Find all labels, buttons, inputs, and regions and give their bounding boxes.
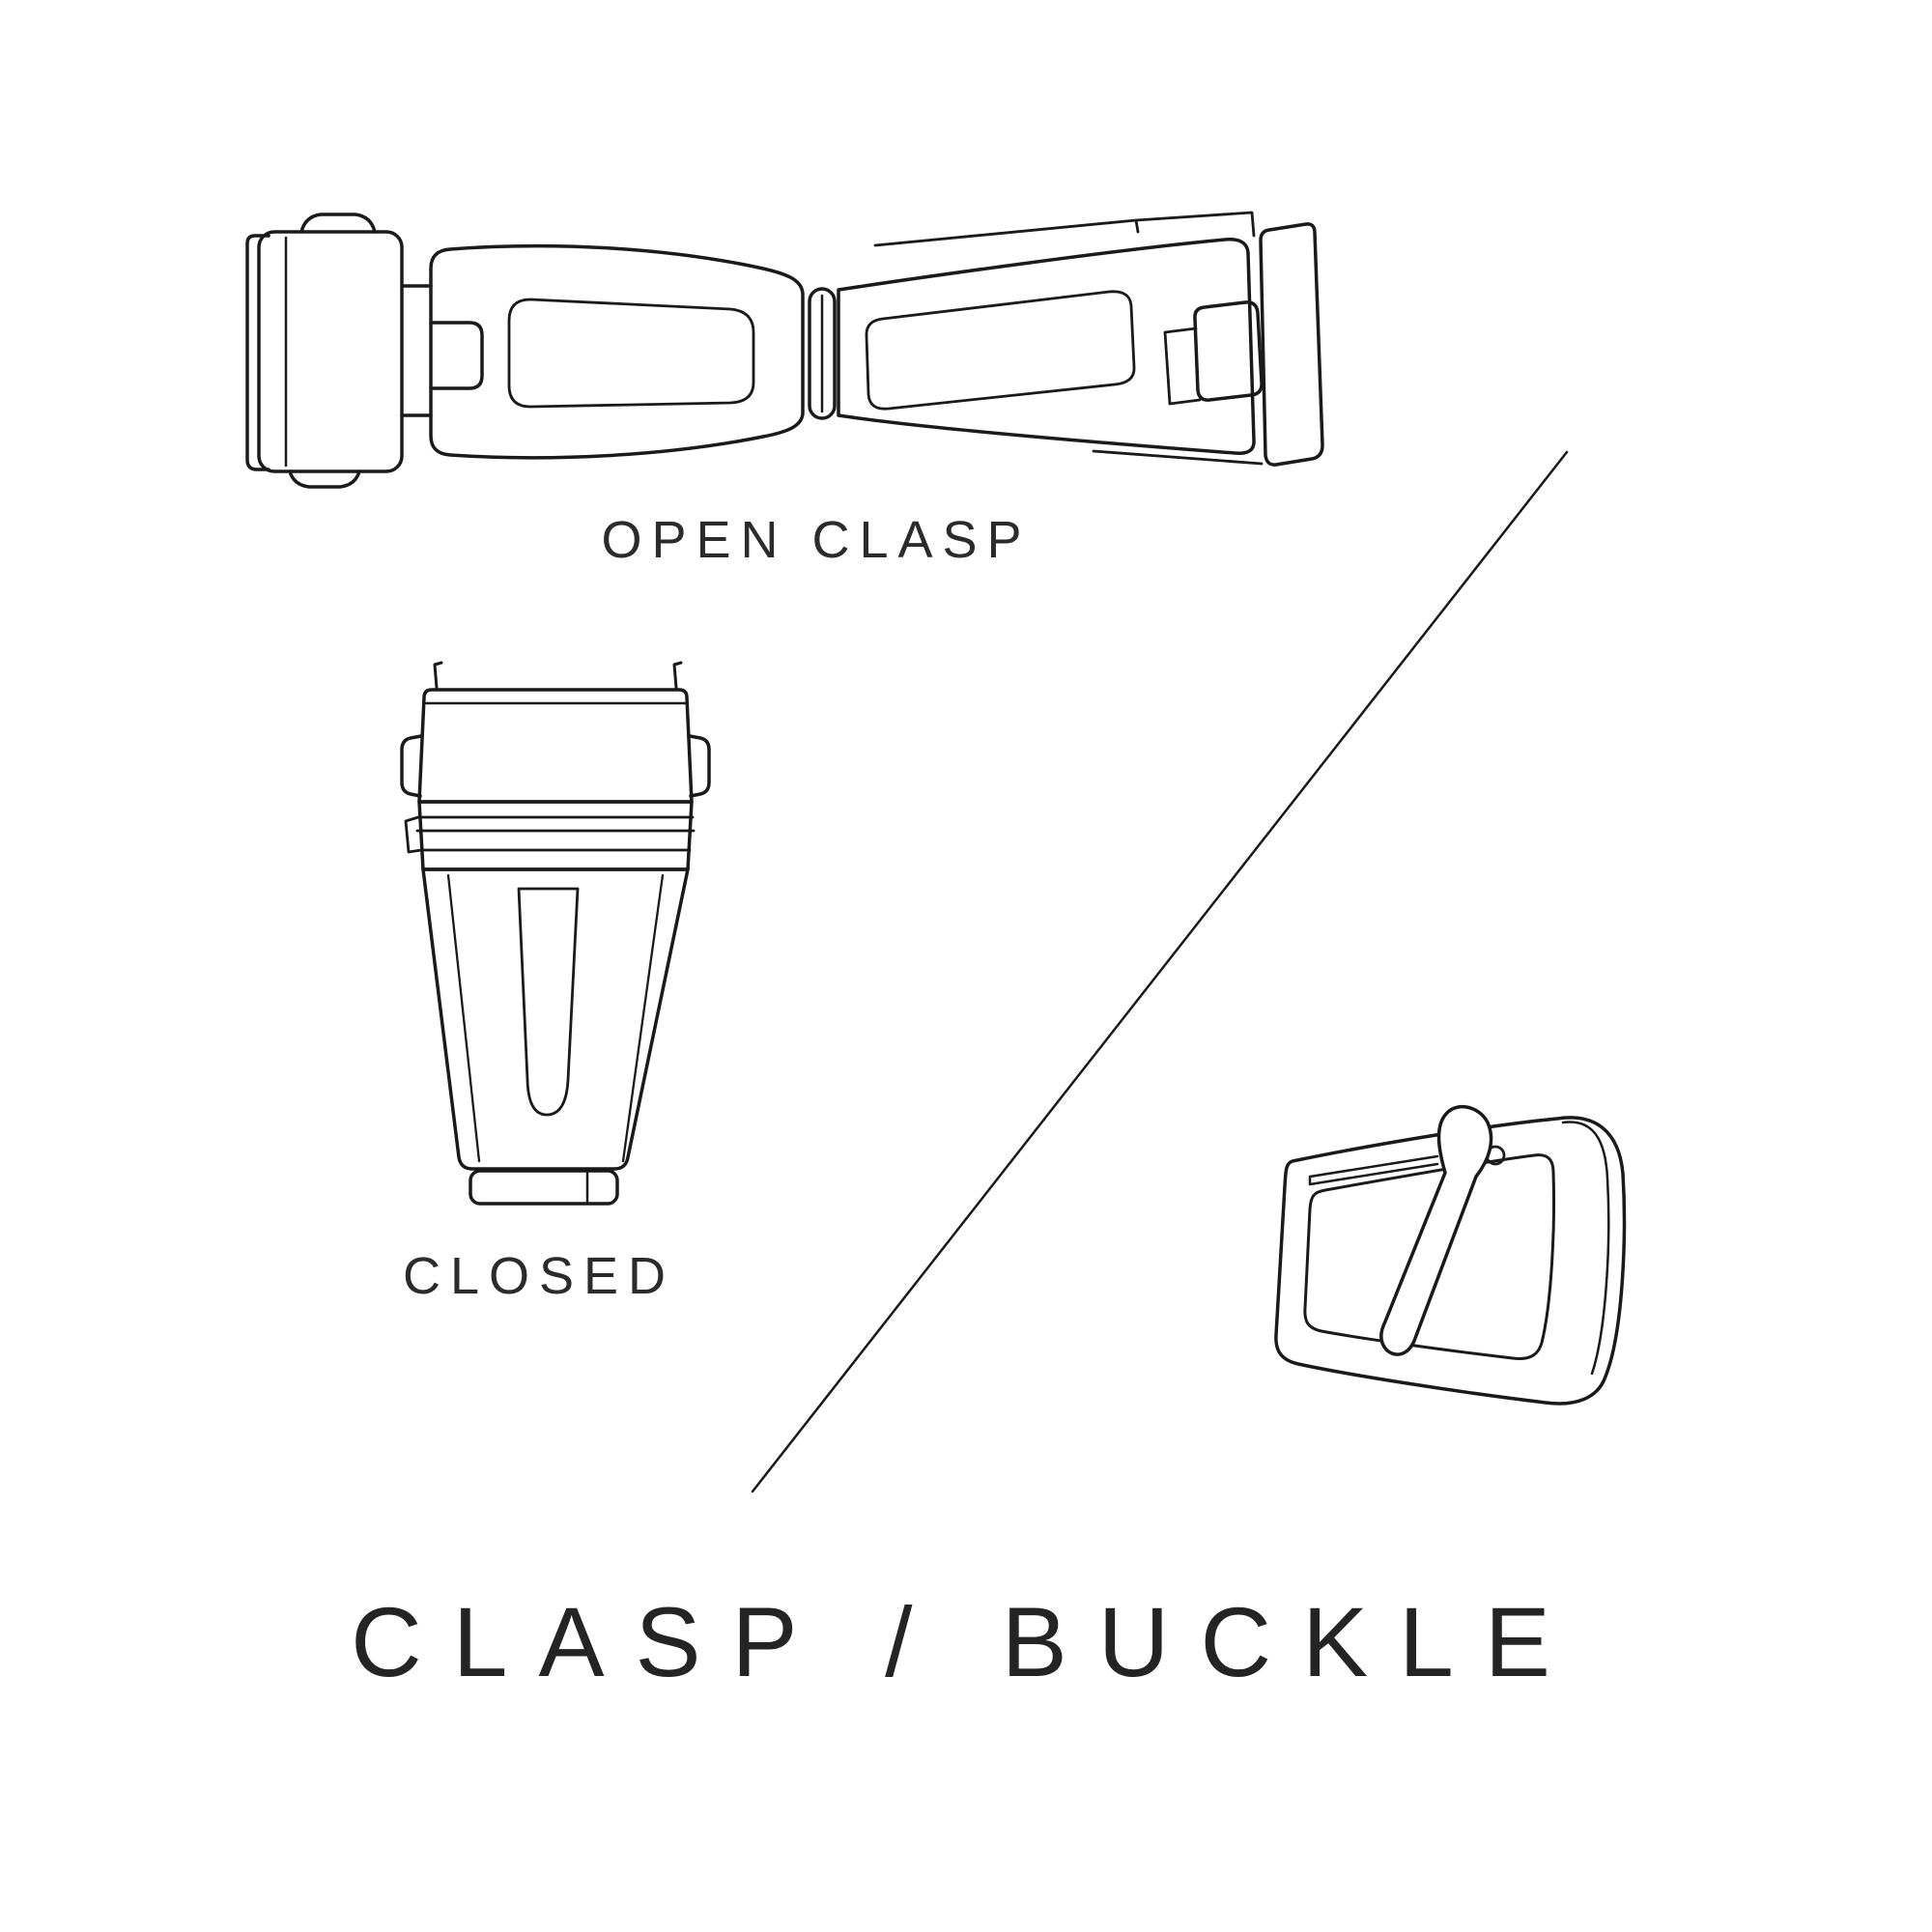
open-clasp-caption: OPEN CLASP — [601, 511, 1032, 569]
closed-clasp-body-inner-left — [446, 873, 481, 1163]
closed-clasp-prong-left — [433, 661, 443, 690]
buckle-axle — [1308, 1154, 1439, 1186]
closed-clasp-slot — [517, 887, 580, 1117]
open-clasp-right-endcap — [1259, 222, 1324, 467]
open-clasp-left-arm — [429, 243, 805, 460]
divider-line — [751, 450, 1569, 1493]
open-clasp-illustration — [245, 211, 1324, 489]
open-clasp-bottom-strip — [1092, 449, 1264, 466]
buckle-illustration — [1274, 1104, 1627, 1406]
closed-clasp-ear-right — [688, 734, 711, 798]
open-clasp-right-arm — [837, 238, 1256, 455]
closed-clasp-body-inner-right — [621, 873, 665, 1163]
open-clasp-bottom-tab — [288, 469, 361, 489]
open-clasp-left-cover — [257, 230, 404, 473]
open-clasp-top-strip — [873, 211, 1256, 247]
buckle-frame-inner — [1303, 1153, 1555, 1360]
open-clasp-right-window — [865, 290, 1136, 411]
open-clasp-latch — [1193, 300, 1264, 402]
page-title: CLASP / BUCKLE — [351, 1587, 1581, 1697]
closed-clasp-foot — [469, 1169, 619, 1206]
open-clasp-left-edge — [245, 234, 270, 471]
buckle-frame-outer — [1274, 1116, 1627, 1406]
closed-clasp-ear-left — [400, 734, 423, 798]
open-clasp-notch — [429, 321, 484, 390]
closed-clasp-illustration — [400, 661, 711, 1206]
buckle-tang — [1379, 1104, 1493, 1356]
closed-clasp-band-tab — [404, 815, 423, 854]
open-clasp-left-window — [507, 298, 755, 409]
open-clasp-top-tab — [299, 213, 377, 234]
buckle-right-band-line — [1561, 1121, 1610, 1376]
closed-clasp-cover — [417, 688, 694, 804]
closed-clasp-prong-right — [672, 661, 683, 690]
open-clasp-hinge — [808, 287, 837, 420]
closed-clasp-band — [417, 800, 694, 871]
open-clasp-latch-hook — [1163, 327, 1202, 406]
closed-clasp-body — [421, 867, 690, 1171]
closed-clasp-caption: CLOSED — [402, 1247, 676, 1305]
